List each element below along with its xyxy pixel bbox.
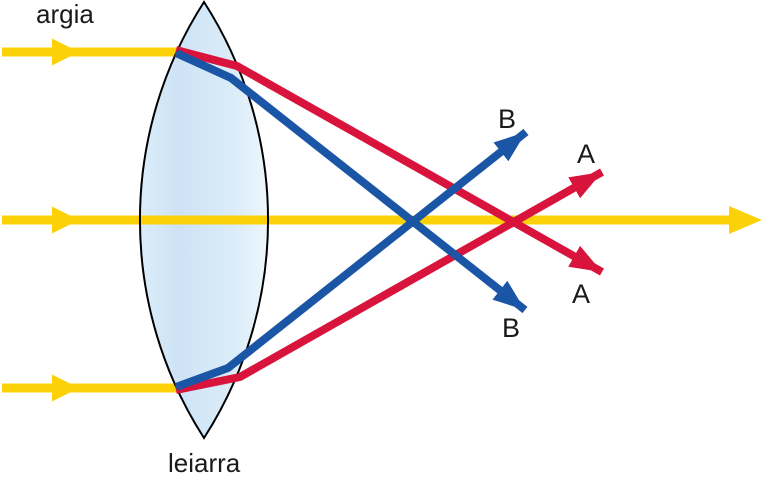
- light-ray-bottom-arrowhead-icon: [52, 374, 79, 402]
- red-ray-from-top: [174, 46, 604, 276]
- light-ray-top-arrowhead-icon: [52, 38, 79, 66]
- light-label: argia: [36, 0, 94, 29]
- lens-label: leiarra: [168, 448, 241, 478]
- blue-ray-from-top: [174, 49, 528, 314]
- red-ray-from-bottom: [175, 168, 604, 394]
- refracted-rays-blue: [174, 49, 529, 391]
- ray-a-label-bottom: A: [572, 279, 590, 309]
- light-ray-axis-end-arrowhead-icon: [729, 206, 762, 234]
- lens-outline: [138, 0, 270, 440]
- light-ray-axis-arrowhead-icon: [52, 206, 79, 234]
- ray-b-label-top: B: [498, 104, 516, 134]
- incident-light-rays: [2, 38, 762, 402]
- ray-a-label-top: A: [577, 139, 595, 169]
- refracted-rays-red: [174, 46, 604, 394]
- blue-ray-from-bottom: [174, 128, 529, 391]
- ray-b-label-bottom: B: [502, 313, 520, 343]
